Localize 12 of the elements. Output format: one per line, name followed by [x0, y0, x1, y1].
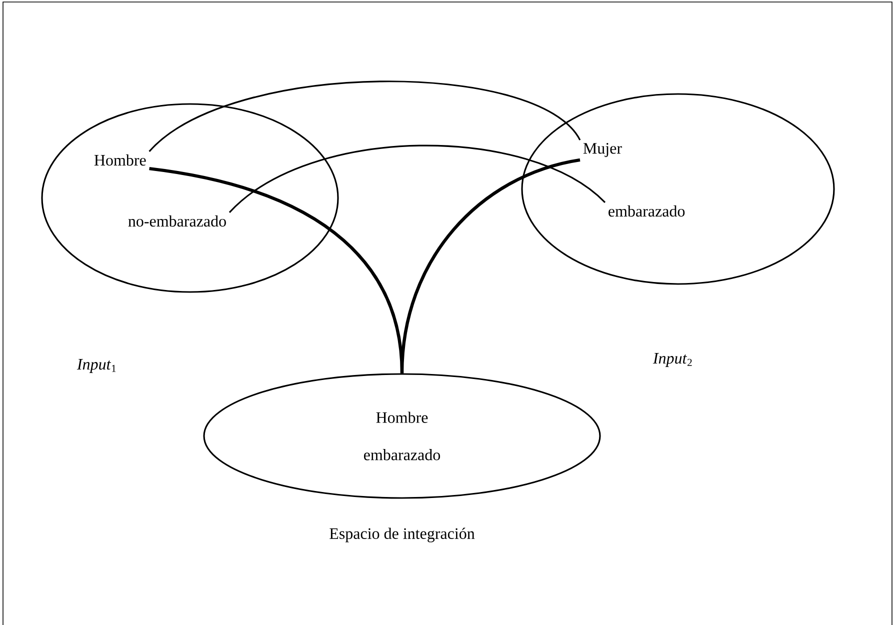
space-label: Input$_{1}$ [76, 359, 116, 373]
space-label: Input$_{2}$ [652, 353, 692, 367]
word-label: no-embarazado [128, 215, 226, 227]
input-space-ellipse [41, 103, 339, 293]
connector-line [400, 158, 580, 374]
word-label: Mujer [583, 143, 622, 157]
space-label: Espacio de integración [330, 528, 475, 542]
connector-line [148, 80, 581, 152]
word-label: Hombre [94, 154, 146, 166]
input-space-ellipse [521, 93, 835, 285]
connector-line [228, 144, 606, 214]
word-label: embarazado [608, 205, 685, 217]
